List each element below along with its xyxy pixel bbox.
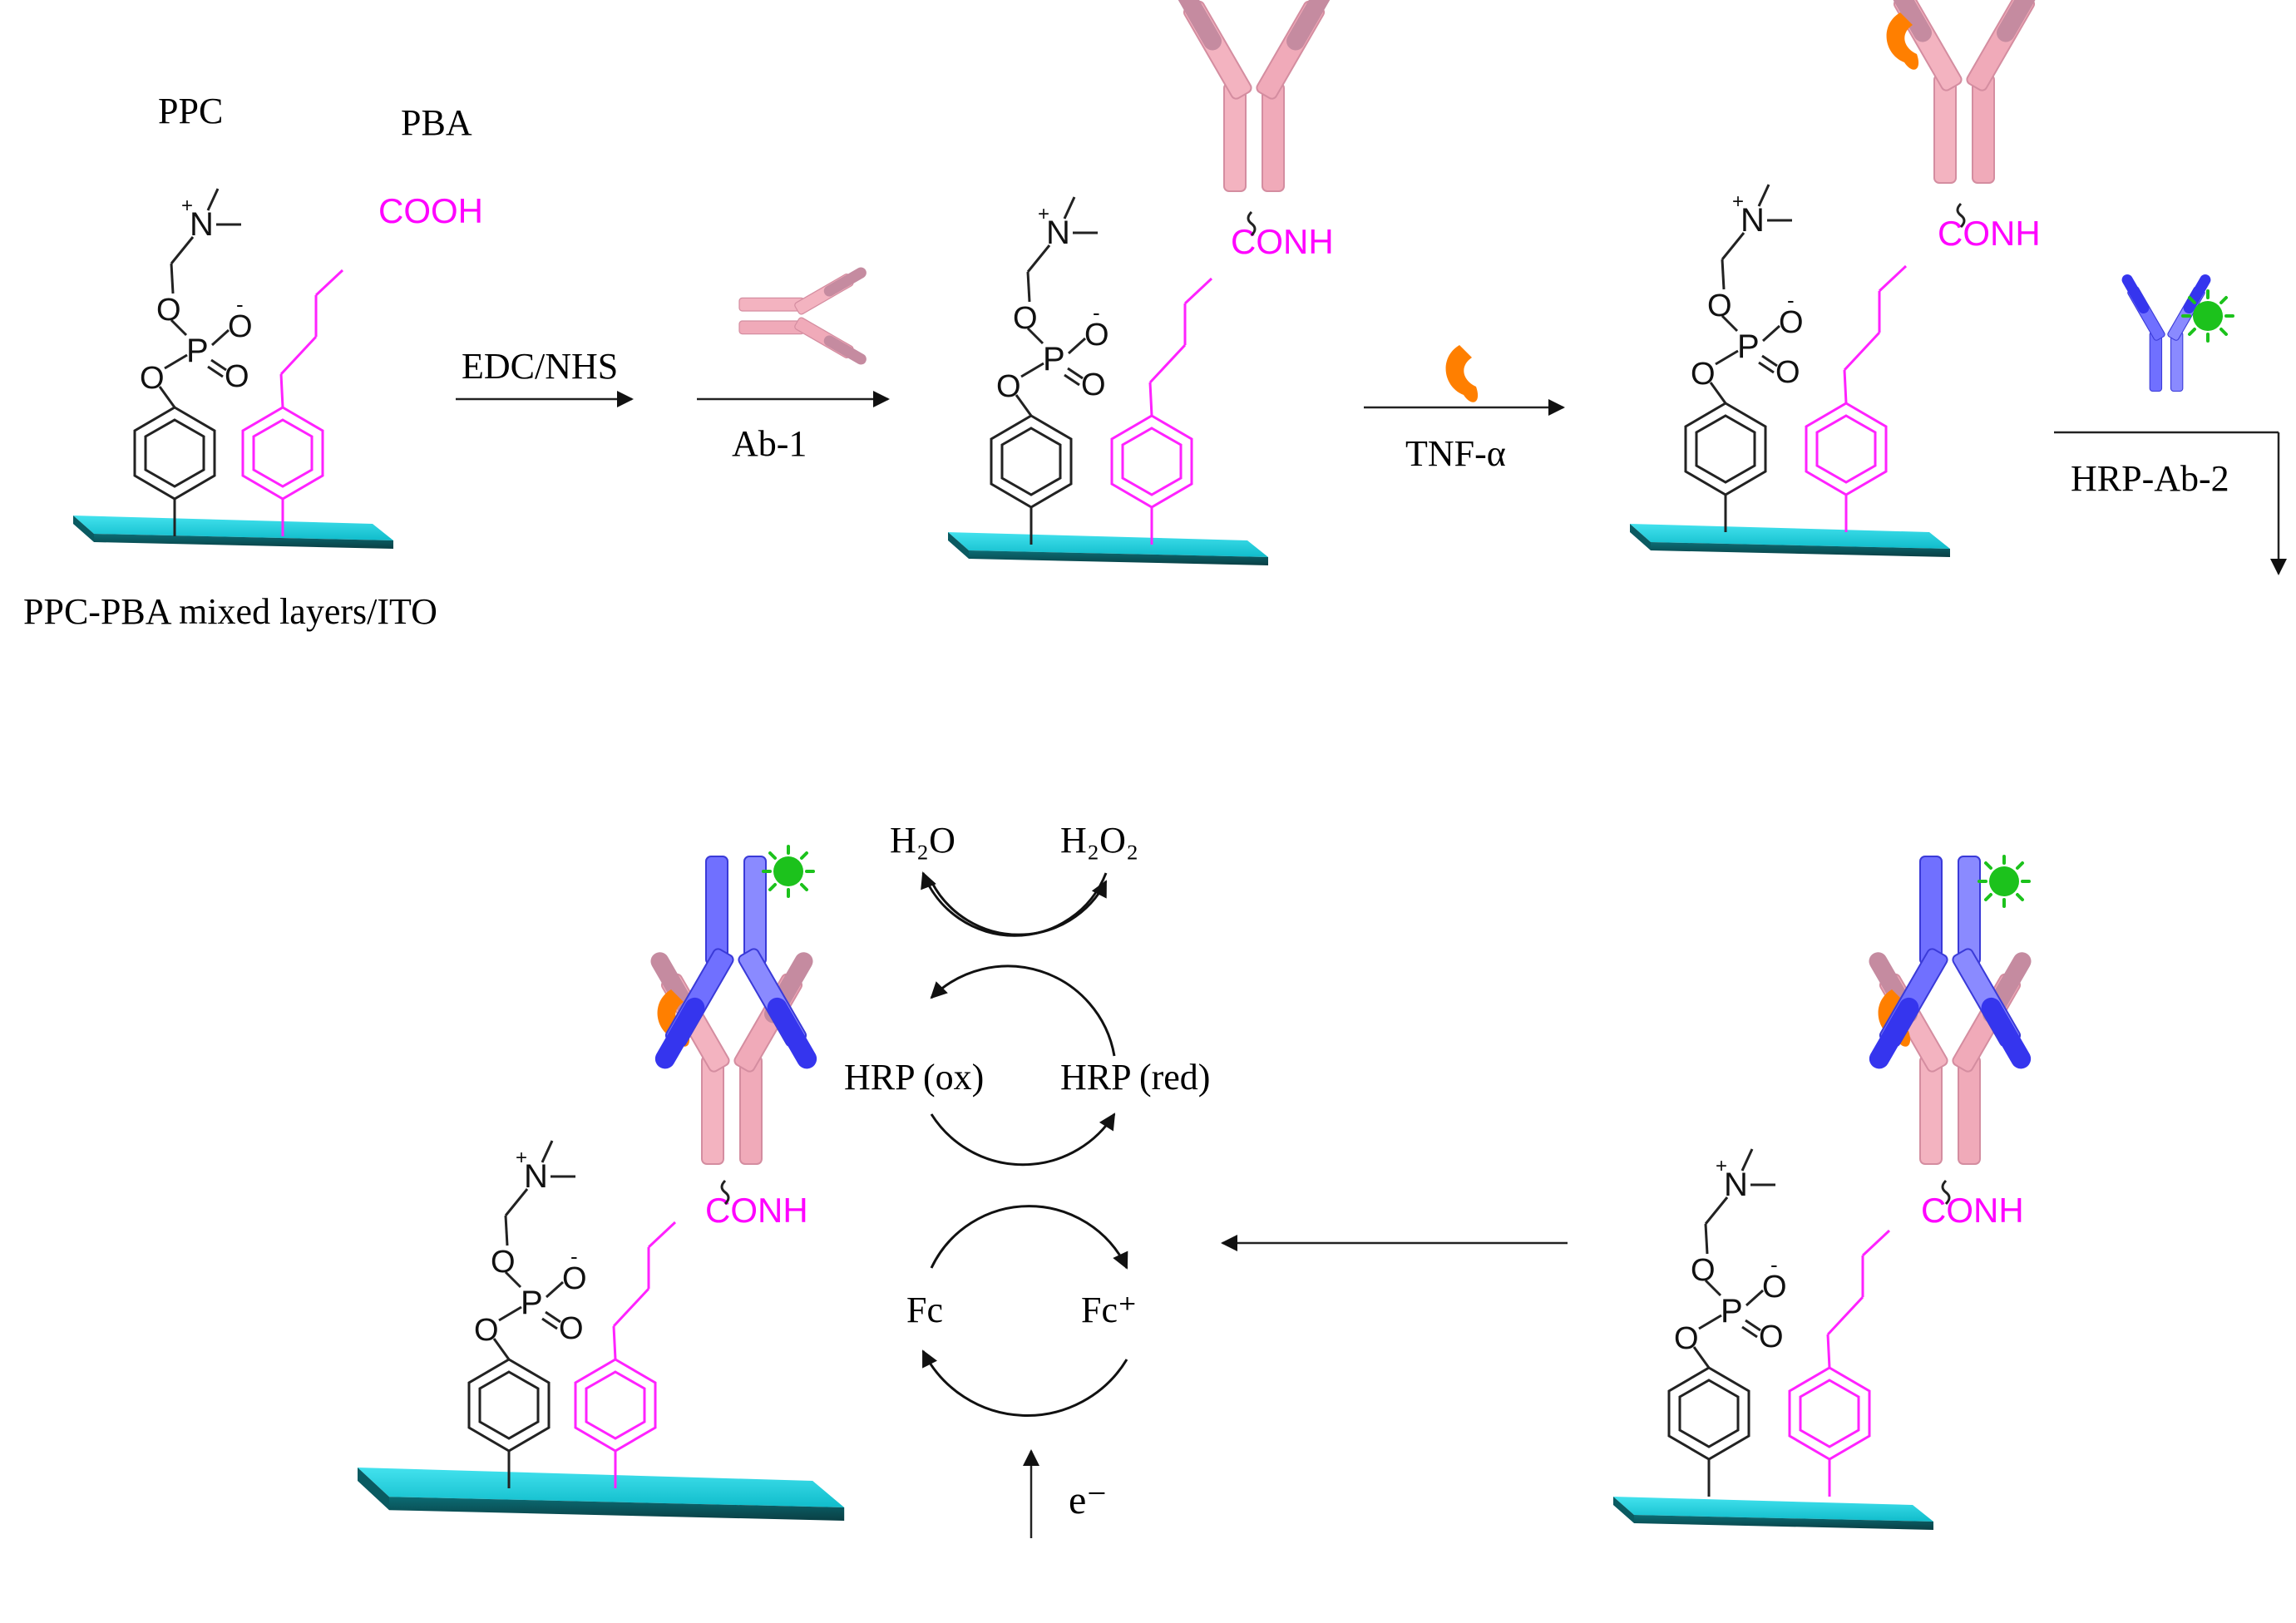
step-arrow-edc-nhs: EDC/NHS bbox=[456, 346, 634, 407]
conh-label: CONH bbox=[1938, 214, 2041, 253]
fc-label: Fc bbox=[906, 1290, 943, 1330]
ppc-molecule bbox=[1686, 185, 1804, 532]
capture-antibody-icon bbox=[1168, 0, 1340, 192]
electrode-slab-icon bbox=[358, 1468, 845, 1521]
electrode-slab-icon bbox=[1613, 1497, 1933, 1530]
h2o2-label: H₂O₂ bbox=[1060, 820, 1138, 861]
ppc-molecule bbox=[1669, 1149, 1787, 1497]
h2o-label: H₂O bbox=[890, 820, 955, 861]
hrp-ox-label: HRP (ox) bbox=[844, 1057, 984, 1098]
conh-label: CONH bbox=[1921, 1191, 2024, 1230]
tnf-alpha-icon bbox=[1445, 345, 1479, 402]
ab1-label: Ab-1 bbox=[732, 423, 807, 464]
pba-molecule bbox=[1112, 279, 1212, 545]
panel-ab1-immobilized: CONH bbox=[948, 0, 1340, 565]
step-arrow-hrp-ab2: HRP-Ab-2 bbox=[2054, 272, 2287, 575]
ppc-molecule bbox=[135, 189, 253, 536]
panel-detection: CONH bbox=[358, 845, 845, 1521]
electrode-slab-icon bbox=[1630, 524, 1950, 557]
conh-label: CONH bbox=[1231, 222, 1334, 261]
surface-caption: PPC-PBA mixed layers/ITO bbox=[23, 591, 437, 632]
panel-initial-surface: PPC PBA COOH PPC-PBA mixed layers/ITO bbox=[23, 91, 483, 632]
pba-molecule bbox=[1806, 266, 1906, 532]
tnf-label: TNF-α bbox=[1405, 433, 1506, 474]
electron-label: e⁻ bbox=[1069, 1478, 1108, 1522]
pba-molecule bbox=[575, 1222, 675, 1488]
hrp-ab2-label: HRP-Ab-2 bbox=[2071, 458, 2229, 499]
hrp-star-icon bbox=[762, 845, 815, 898]
hrp-antibody-icon bbox=[2119, 272, 2214, 392]
pba-label: PBA bbox=[401, 102, 472, 143]
pba-molecule bbox=[1790, 1231, 1889, 1497]
fc-plus-label: Fc⁺ bbox=[1081, 1290, 1137, 1330]
ppc-molecule bbox=[469, 1141, 587, 1488]
capture-antibody-icon bbox=[738, 264, 869, 368]
hrp-star-icon bbox=[2181, 289, 2234, 343]
redox-cycle: H₂O H₂O₂ HRP (ox) HRP (red) Fc Fc⁺ e⁻ bbox=[844, 820, 1210, 1538]
pba-molecule bbox=[243, 270, 343, 536]
edc-nhs-label: EDC/NHS bbox=[462, 346, 618, 387]
conh-label: CONH bbox=[705, 1191, 808, 1230]
electrode-slab-icon bbox=[73, 516, 393, 549]
step-arrow-ab1: Ab-1 bbox=[697, 264, 890, 464]
panel-sandwich-complex: CONH bbox=[1613, 855, 2036, 1530]
panel-tnf-captured: CONH bbox=[1630, 0, 2050, 557]
electrode-slab-icon bbox=[948, 532, 1268, 565]
ppc-molecule bbox=[991, 197, 1109, 545]
hrp-star-icon bbox=[1978, 855, 2031, 908]
step-arrow-tnf: TNF-α bbox=[1364, 345, 1565, 474]
cooh-label: COOH bbox=[378, 191, 483, 230]
ppc-label: PPC bbox=[158, 91, 223, 131]
hrp-red-label: HRP (red) bbox=[1060, 1057, 1210, 1098]
